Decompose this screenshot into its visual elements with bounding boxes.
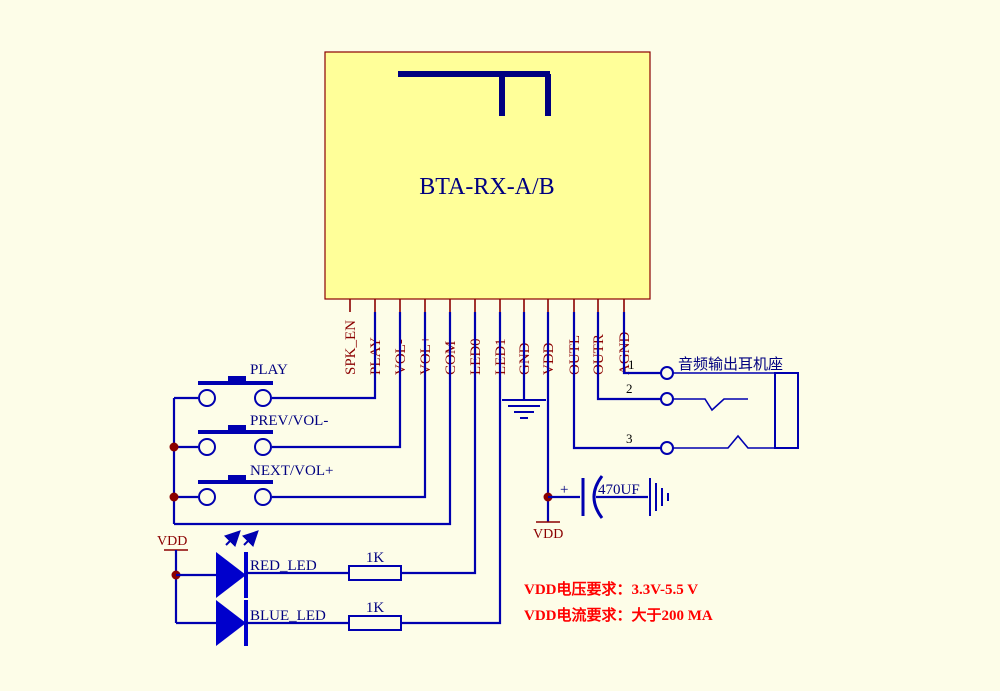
pin-label-spk-en: SPK_EN [343, 320, 359, 375]
jack-pin-3: 3 [626, 431, 633, 446]
jack-label: 音频输出耳机座 [678, 355, 783, 373]
button-bus [169, 396, 198, 524]
led-section: VDD RED_LED BLUE_LED 1K 1K [157, 530, 402, 646]
blue-led-resistor [348, 615, 402, 631]
blue-resistor-value: 1K [366, 600, 385, 616]
vdd-capacitor: VDD + 470UF [533, 475, 669, 542]
capacitor-plus: + [560, 482, 568, 498]
vdd-label-led: VDD [157, 534, 187, 549]
button-label-next-vol: NEXT/VOL+ [250, 463, 333, 479]
button-play: PLAY [198, 362, 288, 407]
red-led-icon [216, 552, 246, 598]
capacitor-value: 470UF [598, 482, 640, 498]
note-current: VDD电流要求：大于200 MA [524, 606, 713, 624]
headphone-jack: 1 2 3 音频输出耳机座 [626, 355, 799, 455]
power-notes: VDD电压要求：3.3V-5.5 V VDD电流要求：大于200 MA [524, 580, 713, 624]
red-resistor-value: 1K [366, 550, 385, 566]
blue-led-label: BLUE_LED [250, 608, 326, 624]
jack-pin-2: 2 [626, 381, 633, 396]
note-voltage: VDD电压要求：3.3V-5.5 V [524, 580, 698, 598]
pin-wires [174, 312, 662, 625]
blue-led-icon [216, 600, 246, 646]
red-led-resistor [348, 565, 402, 581]
module-title: BTA-RX-A/B [419, 174, 554, 200]
button-label-prev-vol: PREV/VOL- [250, 413, 328, 429]
module-pins: SPK_EN PLAY VOL- VOL+ COM LED0 LED1 GND … [343, 299, 633, 375]
antenna-symbol [398, 71, 551, 116]
bluetooth-module: BTA-RX-A/B [324, 51, 651, 300]
red-led-label: RED_LED [250, 558, 317, 574]
vdd-label-bottom: VDD [533, 527, 563, 542]
button-label-play: PLAY [250, 362, 288, 378]
ground-icon [502, 399, 546, 419]
button-prev-vol: PREV/VOL- [198, 413, 328, 456]
jack-pin-1: 1 [628, 357, 635, 372]
button-next-vol: NEXT/VOL+ [198, 463, 333, 506]
